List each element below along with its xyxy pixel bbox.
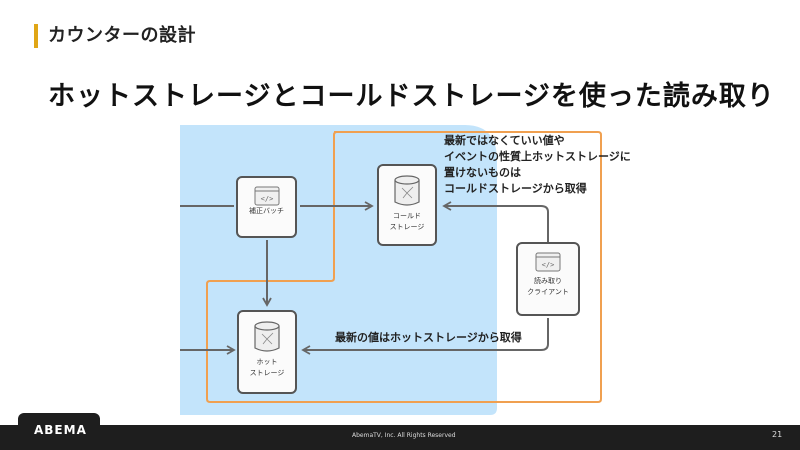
code-window-icon: </>	[254, 186, 279, 206]
node-label: コールド ストレージ	[389, 212, 425, 231]
node-cold-storage: コールド ストレージ	[377, 164, 437, 246]
footer-logo-tab	[18, 413, 100, 450]
section-title: カウンターの設計	[48, 25, 196, 46]
section-accent-bar	[34, 24, 38, 48]
cold-zone-outline	[206, 131, 602, 403]
copyright-text: AbemaTV, Inc. All Rights Reserved	[352, 432, 456, 439]
node-patch-batch: </> 補正バッチ	[236, 176, 297, 238]
node-label: 読み取り クライアント	[527, 277, 569, 296]
database-icon	[394, 175, 420, 206]
node-read-client: </> 読み取り クライアント	[516, 242, 580, 316]
svg-text:</>: </>	[542, 261, 555, 269]
slide-title: ホットストレージとコールドストレージを使った読み取り	[48, 81, 775, 112]
arrow-client-to-cold	[442, 201, 549, 242]
database-icon	[254, 321, 280, 352]
cold-storage-annotation: 最新ではなくていい値や イベントの性質上ホットストレージに 置けないものは コー…	[444, 134, 631, 195]
page-number: 21	[772, 430, 783, 439]
hot-storage-annotation: 最新の値はホットストレージから取得	[335, 331, 522, 344]
arrow-client-to-hot	[301, 318, 549, 355]
node-label: 補正バッチ	[249, 207, 284, 215]
svg-text:</>: </>	[260, 195, 273, 203]
abema-logo: ABEMA	[34, 423, 87, 437]
code-window-icon: </>	[535, 252, 561, 272]
footer-bar	[0, 425, 800, 450]
node-label: ホット ストレージ	[249, 358, 285, 377]
node-hot-storage: ホット ストレージ	[237, 310, 297, 394]
